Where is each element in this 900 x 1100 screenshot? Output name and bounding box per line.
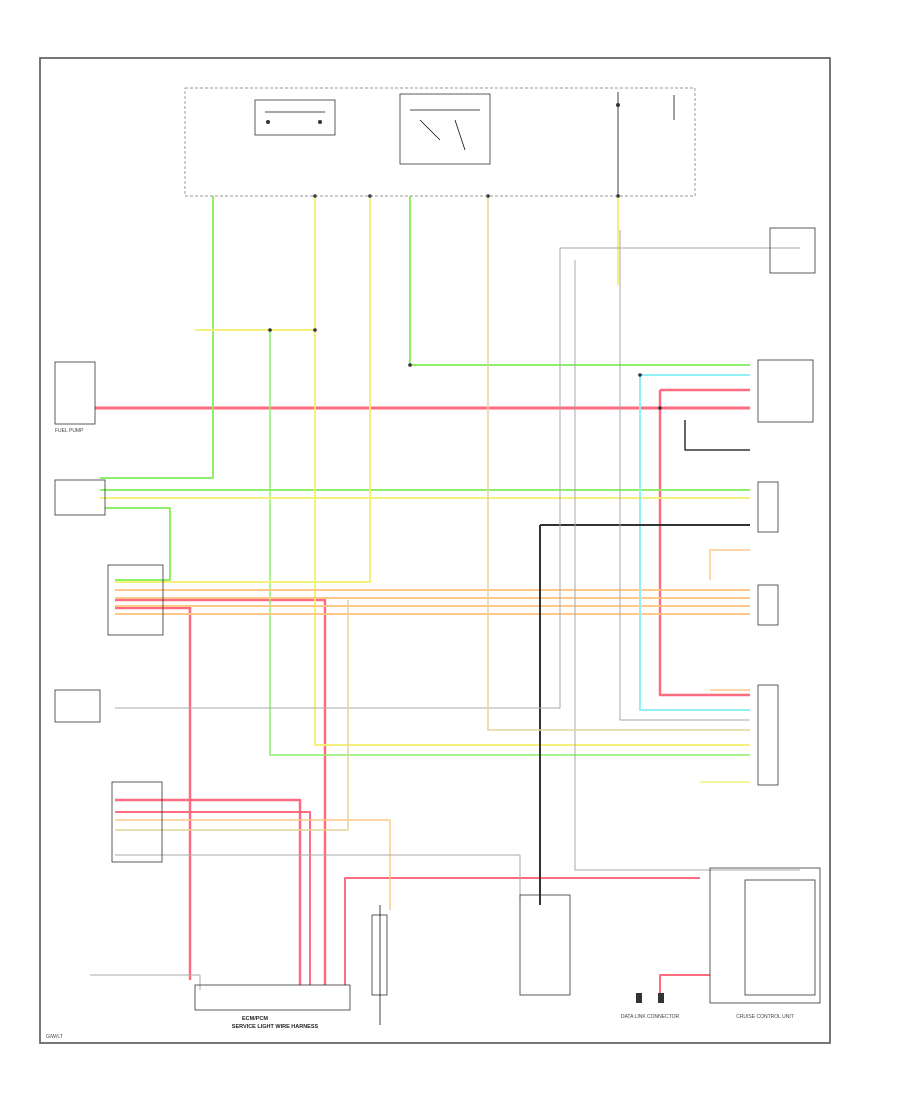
data-link-plug [636,993,664,1003]
cruise-control-unit-box [709,867,821,1004]
fuel-pump-box [54,361,96,425]
label-data-link: DATA LINK CONNECTOR [621,1014,680,1020]
splice-point [313,328,317,332]
red-wire [115,606,192,980]
right-fuse-block [769,227,816,274]
top-relay-left [254,99,336,136]
gray-wire [115,248,561,709]
label-ref: G/W/LT [46,1034,63,1040]
orange-wire [115,819,391,910]
speed-sensor-box [519,894,571,996]
top-relay-center [399,93,491,165]
gray-wire [619,230,750,721]
right-connector-3 [757,584,779,626]
splice-point [658,406,662,410]
splice-point [638,373,642,377]
green-wire [100,196,214,479]
red-wire [115,798,302,985]
diagram-border [39,57,831,1044]
tan-wire [115,600,349,831]
label-cruise-unit: CRUISE CONTROL UNIT [736,1014,794,1020]
splice-point [268,328,272,332]
green-wire [409,196,750,366]
gray-wire [574,260,800,871]
brake-switch [371,905,388,1025]
ecm-connector-box [194,984,351,1011]
wire-layer [90,194,800,1000]
left-connector-4 [111,781,163,863]
yellow-wire [115,196,371,583]
left-connector-3 [54,689,101,723]
right-connector-2 [757,481,779,533]
cruise-unit-inner [744,879,816,996]
gray-wire [90,974,201,990]
red-wire [115,598,327,985]
left-connector-1 [54,479,106,516]
red-wire [344,877,700,985]
gray-wire [115,854,521,900]
left-connector-2 [107,564,164,636]
label-ecm: ECM/PCM [242,1016,268,1022]
splice-point [408,363,412,367]
label-ecm-sub: SERVICE LIGHT WIRE HARNESS [232,1024,319,1030]
dark-wire [684,420,750,451]
orange-wire [709,549,750,580]
right-connector-top [757,359,814,423]
green-wire [269,330,750,756]
top-switch-right [616,92,675,196]
label-fuel-pump: FUEL PUMP [55,428,84,434]
cyan-wire [639,375,750,711]
green-wire [105,507,171,581]
right-connector-4 [757,684,779,786]
red-wire [115,811,311,985]
top-fuse-box-outline [184,87,696,197]
tan-wire [487,196,750,731]
red-wire [659,974,710,1000]
red-wire [658,390,750,697]
yellow-wire [314,196,750,746]
